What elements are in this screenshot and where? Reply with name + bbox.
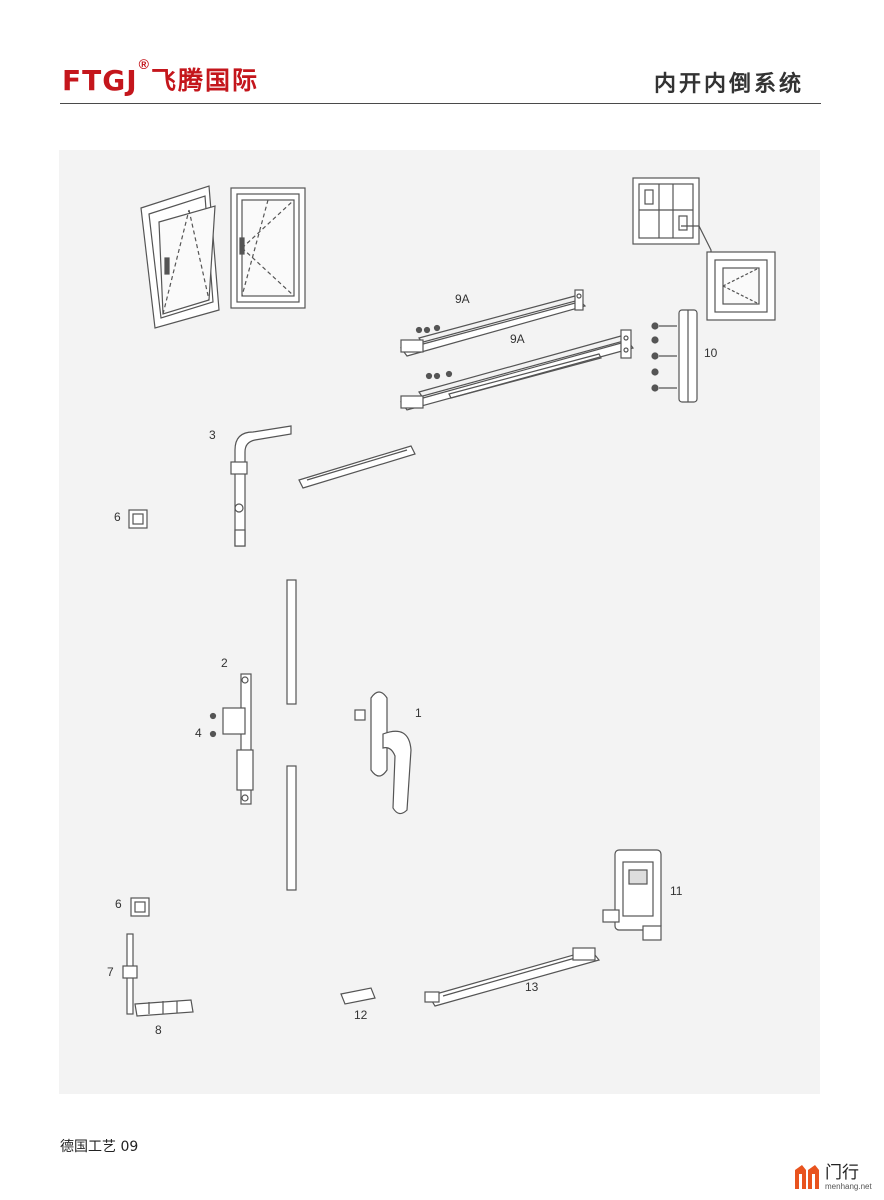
label-part-3: 3 bbox=[209, 428, 216, 442]
tilt-window-illustration bbox=[140, 185, 220, 329]
label-part-9a-bottom: 9A bbox=[510, 332, 525, 346]
registered-mark: ® bbox=[138, 56, 149, 72]
part-1-handle-illustration bbox=[354, 691, 412, 815]
hardware-exploded-view: 9A 9A 10 3 6 2 1 4 11 6 7 13 12 8 bbox=[59, 150, 820, 1094]
turn-window-illustration bbox=[230, 187, 306, 309]
watermark-domain: menhang.net bbox=[825, 1181, 872, 1191]
label-part-13: 13 bbox=[525, 980, 539, 994]
label-part-1: 1 bbox=[415, 706, 422, 720]
vertical-rods-illustration bbox=[286, 579, 297, 891]
label-part-4: 4 bbox=[195, 726, 202, 740]
part-7-middle-lock-illustration bbox=[122, 933, 138, 1015]
label-part-12: 12 bbox=[354, 1008, 368, 1022]
label-part-11: 11 bbox=[670, 884, 683, 898]
watermark-name: 门行 bbox=[825, 1162, 859, 1183]
label-part-9a-top: 9A bbox=[455, 292, 470, 306]
label-part-8: 8 bbox=[155, 1023, 162, 1037]
part-8-illustration bbox=[134, 999, 194, 1017]
profile-section-illustration bbox=[632, 177, 776, 321]
espagnolette-rod-illustration bbox=[298, 445, 416, 489]
logo-latin: FTGJ bbox=[62, 64, 138, 97]
label-part-6-top: 6 bbox=[114, 510, 121, 524]
page-caption: 德国工艺 09 bbox=[60, 1139, 139, 1155]
watermark-logo-icon bbox=[792, 1162, 822, 1192]
part-13-illustration bbox=[424, 947, 601, 1007]
part-10-hinge-illustration bbox=[651, 309, 698, 403]
series-title: 内开内倒系统 bbox=[653, 72, 804, 97]
part-6-keeper-bottom-illustration bbox=[130, 897, 150, 917]
part-2-gearbox-illustration bbox=[209, 673, 254, 805]
label-part-2: 2 bbox=[221, 656, 228, 670]
label-part-10: 10 bbox=[704, 346, 718, 360]
part-3-corner-drive-illustration bbox=[230, 425, 292, 547]
header-divider bbox=[60, 103, 821, 104]
part-12-illustration bbox=[340, 987, 376, 1005]
label-part-7: 7 bbox=[107, 965, 114, 979]
part-11-lock-illustration bbox=[602, 849, 662, 941]
label-part-6-bottom: 6 bbox=[115, 897, 122, 911]
part-9a-top-illustration bbox=[399, 289, 587, 357]
part-6-keeper-top-illustration bbox=[128, 509, 148, 529]
watermark: 门行 menhang.net bbox=[792, 1160, 872, 1194]
brand-logo: FTGJ ® 飞腾国际 bbox=[62, 56, 259, 97]
logo-chinese: 飞腾国际 bbox=[150, 66, 259, 95]
hardware-illustration bbox=[122, 177, 776, 1017]
part-9a-bottom-illustration bbox=[399, 329, 635, 411]
